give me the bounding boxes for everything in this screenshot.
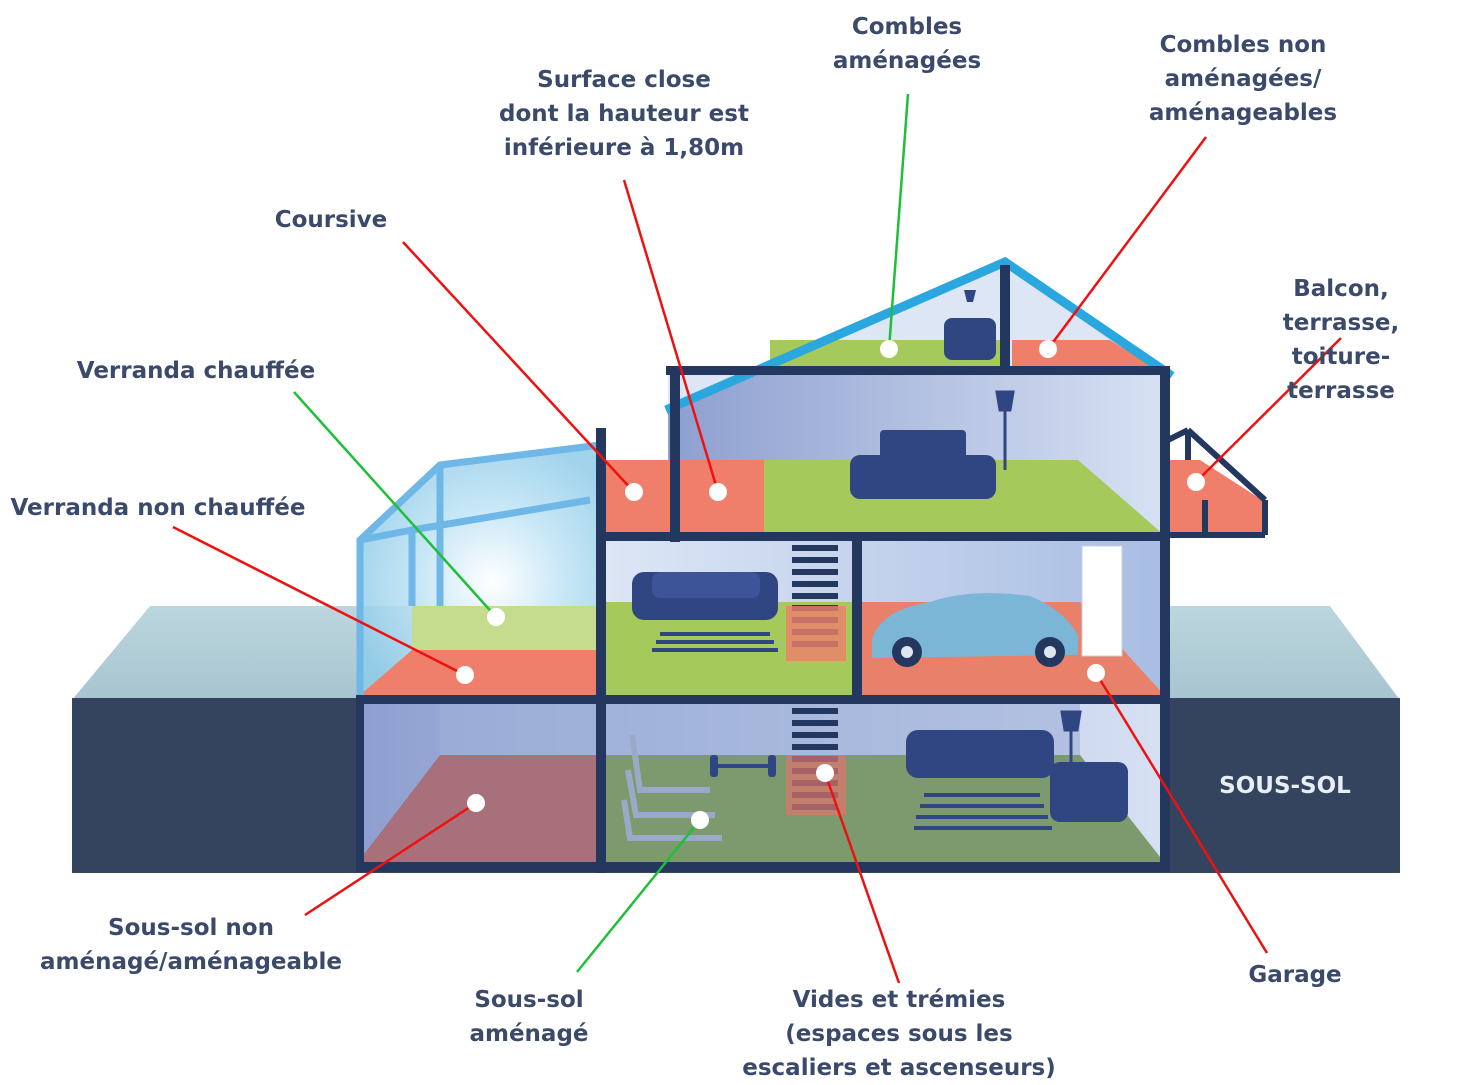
sofa-ground [632,572,778,620]
markers [456,340,1205,829]
basement-finished-floor [604,755,1164,862]
label-balcon: Balcon, terrasse, toiture-terrasse [1282,276,1400,404]
treadmills [621,734,722,841]
car [872,593,1078,667]
veranda-unheated-floor [360,650,600,695]
rug-ground [652,632,778,652]
veranda-frame [356,441,601,695]
leader-surface-close [622,179,720,493]
leader-sous-sol-non-amenage [304,801,477,917]
veranda-heated-floor [412,606,600,650]
balcony-floor [1168,460,1262,535]
balcony-railing [1166,427,1268,538]
garage-door [1081,545,1123,657]
label-combles-non-amenagees: Combles non aménagées/ aménageables [1148,32,1338,126]
leader-sous-sol-amenage [576,819,701,973]
lamp-first-floor [995,390,1015,470]
house-structure [356,265,1170,873]
armchair-attic [944,290,996,360]
leader-vides-tremies [823,772,901,984]
marker-combles-amenagees [880,340,898,358]
leader-verranda-chauffee [293,391,497,618]
label-sous-sol-amenage: Sous-sol aménagé [469,987,589,1047]
marker-surface-close [709,483,727,501]
label-verranda-chauffee: Verranda chauffée [76,358,316,384]
label-garage: Garage [1248,962,1342,988]
marker-combles-non-amenagees [1039,340,1057,358]
roof [664,256,1175,415]
label-sous-sol: SOUS-SOL [1219,773,1351,799]
leader-verranda-non-chauffee [172,525,466,677]
label-sous-sol-non-amenage: Sous-sol non aménagé/aménageable [40,915,342,975]
leader-balcon [1195,337,1342,483]
marker-verranda-chauffee [487,608,505,626]
coursive-floor [604,460,764,535]
lamp-basement [1060,710,1082,790]
marker-sous-sol-amenage [691,811,709,829]
label-vides-tremies: Vides et trémies (espaces sous les escal… [742,987,1056,1081]
leader-combles-amenagees [887,93,910,350]
leader-combles-non-amenagees [1046,136,1208,350]
armchair-basement [1050,762,1128,822]
marker-verranda-non-chauffee [456,666,474,684]
label-surface-close: Surface close dont la hauteur est inféri… [499,67,749,161]
rug-basement [914,793,1052,830]
dumbbell [710,755,776,777]
under-stairs-void-upper [786,606,846,661]
marker-balcon [1187,473,1205,491]
marker-sous-sol-non-amenage [467,794,485,812]
leader-coursive [402,241,635,493]
leader-garage [1094,672,1269,954]
marker-coursive [625,483,643,501]
marker-vides-tremies [816,764,834,782]
bed [850,430,996,499]
label-verranda-non-chauffee: Verranda non chauffée [10,495,306,521]
label-coursive: Coursive [274,207,388,233]
marker-garage [1087,664,1105,682]
sofa-basement [906,730,1054,778]
label-combles-amenagees: Combles aménagées [832,14,982,74]
